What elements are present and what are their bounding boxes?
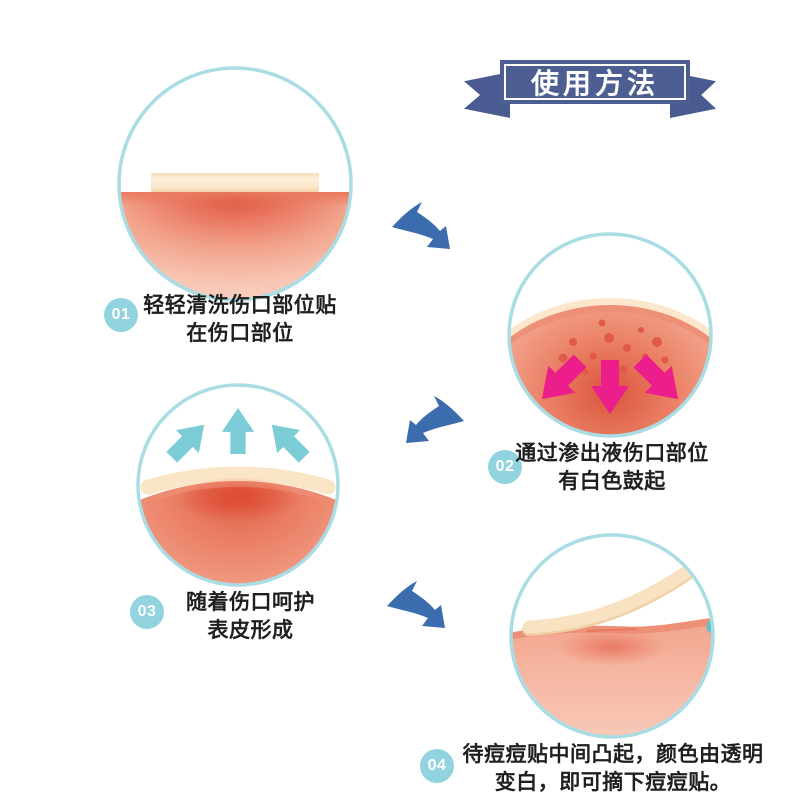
breathe-arrows-icon: [166, 408, 310, 463]
step-4-illustration: [507, 531, 717, 741]
wound-patch-applied-icon: [117, 66, 353, 302]
wound-red-blur: [557, 629, 667, 665]
step-4-caption: 待痘痘贴中间凸起，颜色由透明 变白，即可摘下痘痘贴。: [462, 743, 764, 794]
epidermis-forming-icon: [136, 383, 340, 587]
step-2-caption: 通过渗出液伤口部位 有白色鼓起: [515, 442, 709, 493]
step-3-illustration: [134, 381, 342, 589]
step-3-caption: 随着伤口呵护 表皮形成: [186, 591, 315, 642]
step-4-badge: 04: [420, 749, 454, 783]
flow-arrow-3-icon: [383, 575, 469, 641]
skin-surface-line: [119, 192, 351, 206]
patch-lifting-shape: [522, 562, 698, 634]
wound-mark-line: [586, 628, 638, 632]
healed-skin-shape: [511, 619, 713, 737]
circle-outline: [136, 383, 340, 587]
ribbon-box: 使用方法: [500, 60, 690, 104]
inflamed-skin-shape: [119, 192, 351, 300]
circle-outline: [117, 66, 353, 302]
flow-arrow-2-icon: [382, 390, 468, 456]
flow-arrow-1-icon: [388, 196, 474, 262]
circle-outline: [509, 533, 715, 739]
wound-red-blur: [176, 477, 300, 521]
step-1-caption: 轻轻清洗伤口部位贴 在伤口部位: [143, 294, 337, 345]
step-3-badge: 03: [130, 595, 164, 629]
banner-title: 使用方法: [530, 68, 659, 99]
patch-removal-icon: [509, 533, 715, 739]
step-1-badge: 01: [104, 298, 138, 332]
circle-outline: [507, 232, 713, 438]
patch-shape: [140, 466, 336, 495]
absorb-arrows-icon: [541, 354, 679, 414]
step-1-illustration: [115, 64, 355, 304]
step-2-badge: 02: [488, 450, 522, 484]
title-ribbon: 使用方法: [462, 58, 718, 122]
inflamed-skin-shape: [509, 312, 711, 436]
exudate-absorption-icon: [507, 232, 713, 438]
patch-shape: [151, 173, 319, 192]
step-2-illustration: [505, 230, 715, 440]
